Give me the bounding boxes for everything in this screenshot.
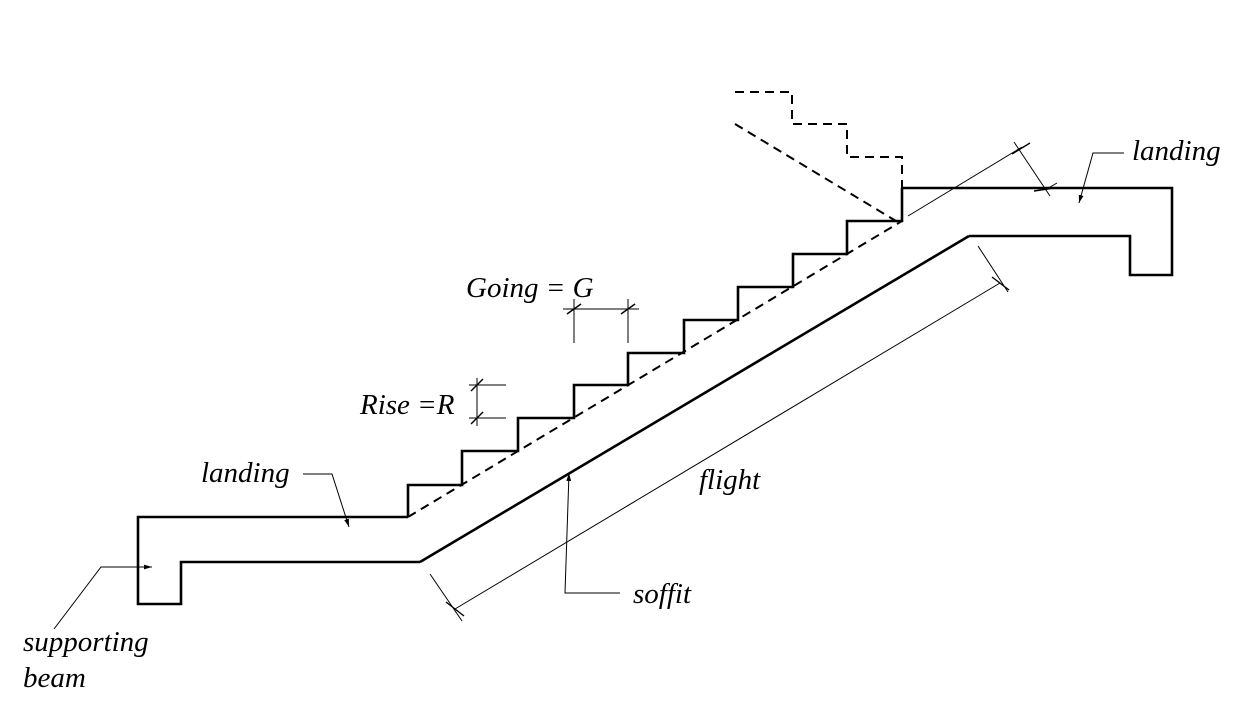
soffit-label: soffit [633, 578, 692, 610]
going-dimension [563, 299, 639, 343]
supporting-beam-label-line2: beam [23, 662, 86, 694]
flight-dimension [429, 245, 1010, 622]
pitch-line-dashed [407, 220, 903, 518]
soffit-line [419, 234, 970, 564]
lower-landing-outline [136, 515, 420, 606]
landing-label-bottom: landing [201, 457, 290, 489]
supporting-beam-leader [53, 564, 152, 630]
upper-landing-outline [902, 186, 1174, 277]
landing-top-leader [1078, 152, 1124, 204]
stair-steps-profile [406, 188, 904, 517]
upper-flight-dashed-steps [735, 91, 903, 188]
soffit-leader [564, 472, 620, 594]
flight-label: flight [699, 464, 761, 496]
rise-dimension [469, 378, 506, 426]
waist-dimension-upper [907, 141, 1058, 217]
going-label: Going = G [466, 272, 594, 304]
supporting-beam-label-line1: supporting [23, 626, 149, 658]
landing-bottom-leader [303, 473, 350, 528]
rise-label: Rise =R [360, 389, 455, 421]
upper-flight-dashed-soffit [734, 123, 897, 222]
landing-label-top: landing [1132, 135, 1221, 167]
